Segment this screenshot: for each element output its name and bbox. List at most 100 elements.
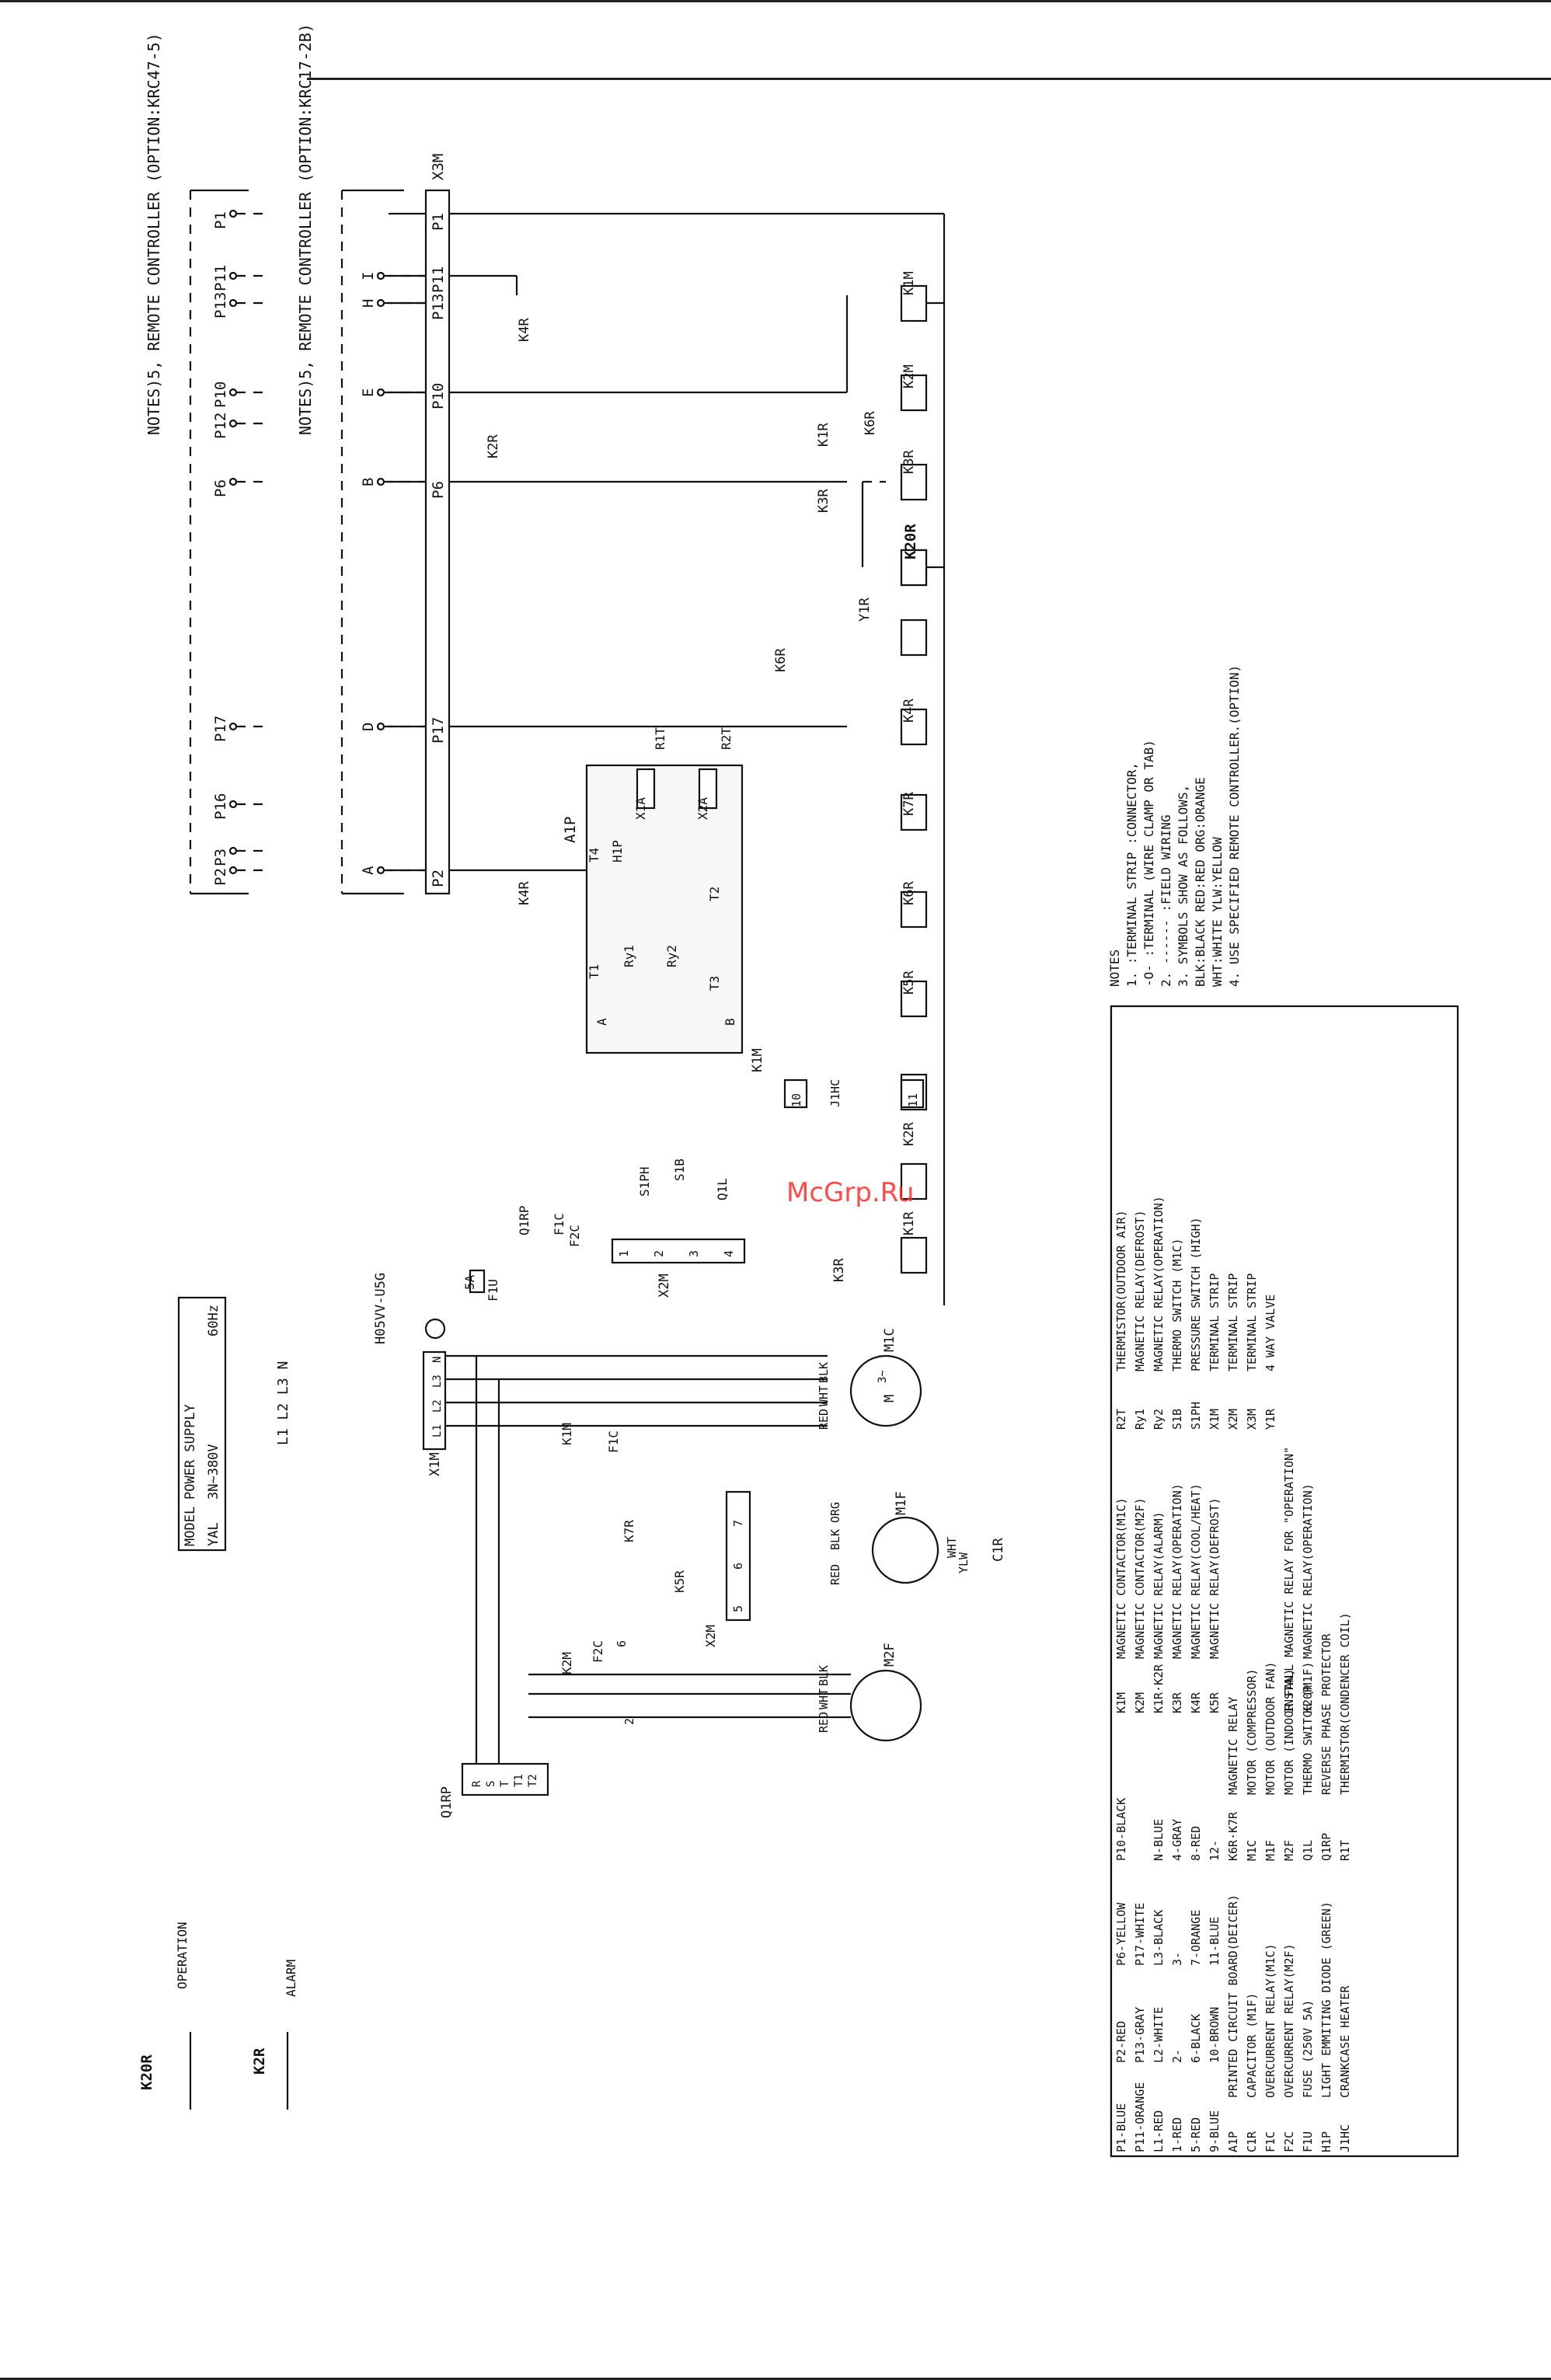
x3m-label: P13 (430, 294, 447, 320)
switch-label: S1B (672, 1159, 687, 1181)
coil-label: K2M (901, 364, 917, 389)
pcb-label: R2T (719, 727, 734, 750)
aux-relay: K20R (138, 2054, 155, 2090)
rc-terminal (228, 866, 238, 875)
coil-label: K6R (863, 411, 878, 435)
x2m-number: 3 (687, 1250, 701, 1257)
coil-label: K1M (901, 271, 917, 295)
rc-terminal (228, 209, 238, 218)
relay-coil (900, 793, 928, 831)
rc-terminal-label: D (360, 723, 377, 731)
switch-label: S1PH (637, 1166, 652, 1197)
x2m-strip (611, 1238, 746, 1264)
rc-terminal-label: P6 (212, 479, 229, 497)
device-label: Q1RP (517, 1205, 532, 1235)
x3m-label: P2 (430, 869, 447, 887)
note-line: 2. ------ :FIELD WIRING (1159, 814, 1173, 987)
motor-label: M (882, 1395, 897, 1403)
legend-code: J1HC (1338, 2124, 1352, 2152)
legend-desc: MAGNETIC RELAY(OPERATION) (1301, 1483, 1315, 1659)
wire-color-cell: P1-BLUE (1114, 2103, 1128, 2152)
bottom-border (0, 2378, 1551, 2380)
pcb-a1p (585, 764, 744, 1054)
ps-cell: 3N~380V (206, 1444, 221, 1500)
rc-terminal (228, 419, 238, 428)
wire-color-cell: L2-WHITE (1152, 2007, 1166, 2063)
x2m-label: X2M (703, 1625, 718, 1647)
wire-color-cell: P13-GRAY (1133, 2007, 1147, 2063)
pcb-label: T2 (707, 887, 722, 901)
legend-desc: FUSE (250V 5A) (1301, 2000, 1315, 2098)
wire-color: WHT (817, 1688, 831, 1709)
wire-color-cell: 4-GRAY (1170, 1819, 1184, 1861)
switch-label: Q1L (715, 1178, 730, 1200)
rc-terminal-label: E (360, 389, 377, 397)
x1m-terminal: L2 (431, 1399, 444, 1413)
rc-terminal-label: I (360, 272, 377, 281)
legend-desc: THERMISTOR(CONDENCER COIL) (1338, 1612, 1352, 1795)
contact-label: K1R (816, 423, 831, 447)
q1rp-box (461, 1762, 549, 1796)
rc-terminal-label: A (360, 866, 377, 875)
rc-terminal (228, 271, 238, 281)
wire-color: BLK (828, 1529, 842, 1550)
contact-label: K4R (517, 881, 532, 905)
legend-desc: THERMO SWITCH (M1C) (1170, 1238, 1184, 1371)
note-line: 4. USE SPECIFIED REMOTE CONTROLLER.(OPTI… (1227, 665, 1242, 987)
contactor-label: K2M (559, 1652, 574, 1674)
rc-terminal (228, 388, 238, 397)
legend-code: A1P (1226, 2131, 1240, 2152)
legend-code: Ry2 (1152, 1409, 1166, 1430)
fuse-label: 5A (462, 1274, 477, 1290)
rc-terminal (376, 477, 385, 486)
q1rp-terminal: T1 (513, 1774, 525, 1787)
x1m-label: X1M (427, 1452, 443, 1476)
wire-color-cell: 9-BLUE (1208, 2110, 1222, 2152)
x3m-label: P10 (430, 383, 447, 409)
aux-contact-label: ALARM (284, 1960, 298, 1997)
legend-desc: MAGNETIC RELAY(COOL/HEAT) (1189, 1483, 1203, 1659)
wire-color-cell: 8-RED (1189, 1826, 1203, 1861)
coil-label: K1R (901, 1211, 917, 1235)
legend-code: S1PH (1189, 1402, 1203, 1430)
contact-label: K3R (831, 1258, 847, 1282)
terminal-number: 10 (789, 1093, 803, 1107)
rc-terminal-label: P16 (212, 793, 229, 820)
q1rp-terminal: S (485, 1781, 497, 1787)
x2m-number: 4 (722, 1250, 736, 1257)
x1m-strip (422, 1350, 447, 1451)
remote-controller-upper-title: NOTES)5, REMOTE CONTROLLER (OPTION:KRC47… (145, 33, 163, 435)
x3m-label: P6 (430, 481, 447, 499)
wire-color-cell: 3- (1170, 1952, 1184, 1966)
rc-terminal (376, 298, 385, 308)
wire-color-cell: 2- (1170, 2049, 1184, 2063)
fuse-label: F1U (486, 1279, 500, 1302)
coil-label: K2R (901, 1122, 917, 1146)
pcb-label: T3 (707, 976, 722, 991)
legend-desc: OVERCURRENT RELAY(M2F) (1282, 1943, 1296, 2098)
rc-terminal-label: P13 (212, 292, 229, 319)
relay-coil (900, 708, 928, 746)
relay-coil (900, 890, 928, 929)
k20r-coil (900, 549, 928, 587)
ground-symbol (424, 1318, 446, 1340)
contact-label: K3R (816, 489, 831, 513)
components (177, 189, 1459, 2158)
legend-desc: 4 WAY VALVE (1263, 1295, 1277, 1371)
wire-color-cell: 11-BLUE (1208, 1917, 1222, 1966)
rc-terminal (228, 722, 238, 731)
rc-terminal (376, 866, 385, 875)
relay-coil (900, 1236, 928, 1274)
legend-code: K4R (1189, 1692, 1203, 1713)
wire-color-cell: 1-RED (1170, 2117, 1184, 2152)
legend-code: C1R (1245, 2131, 1259, 2152)
q1rp-terminal: R (471, 1780, 483, 1787)
legend-code: K1R·K2R (1152, 1664, 1166, 1713)
r1t-thermistor (636, 768, 656, 810)
note-line: WHT:WHITE YLW:YELLOW (1210, 837, 1225, 987)
motor-name: M1C (882, 1328, 897, 1352)
legend-code: K3R (1170, 1692, 1184, 1713)
legend-desc: CRANKCASE HEATER (1338, 1985, 1352, 2098)
contact-label: K5R (672, 1570, 687, 1593)
contact-label: K2R (486, 434, 501, 458)
